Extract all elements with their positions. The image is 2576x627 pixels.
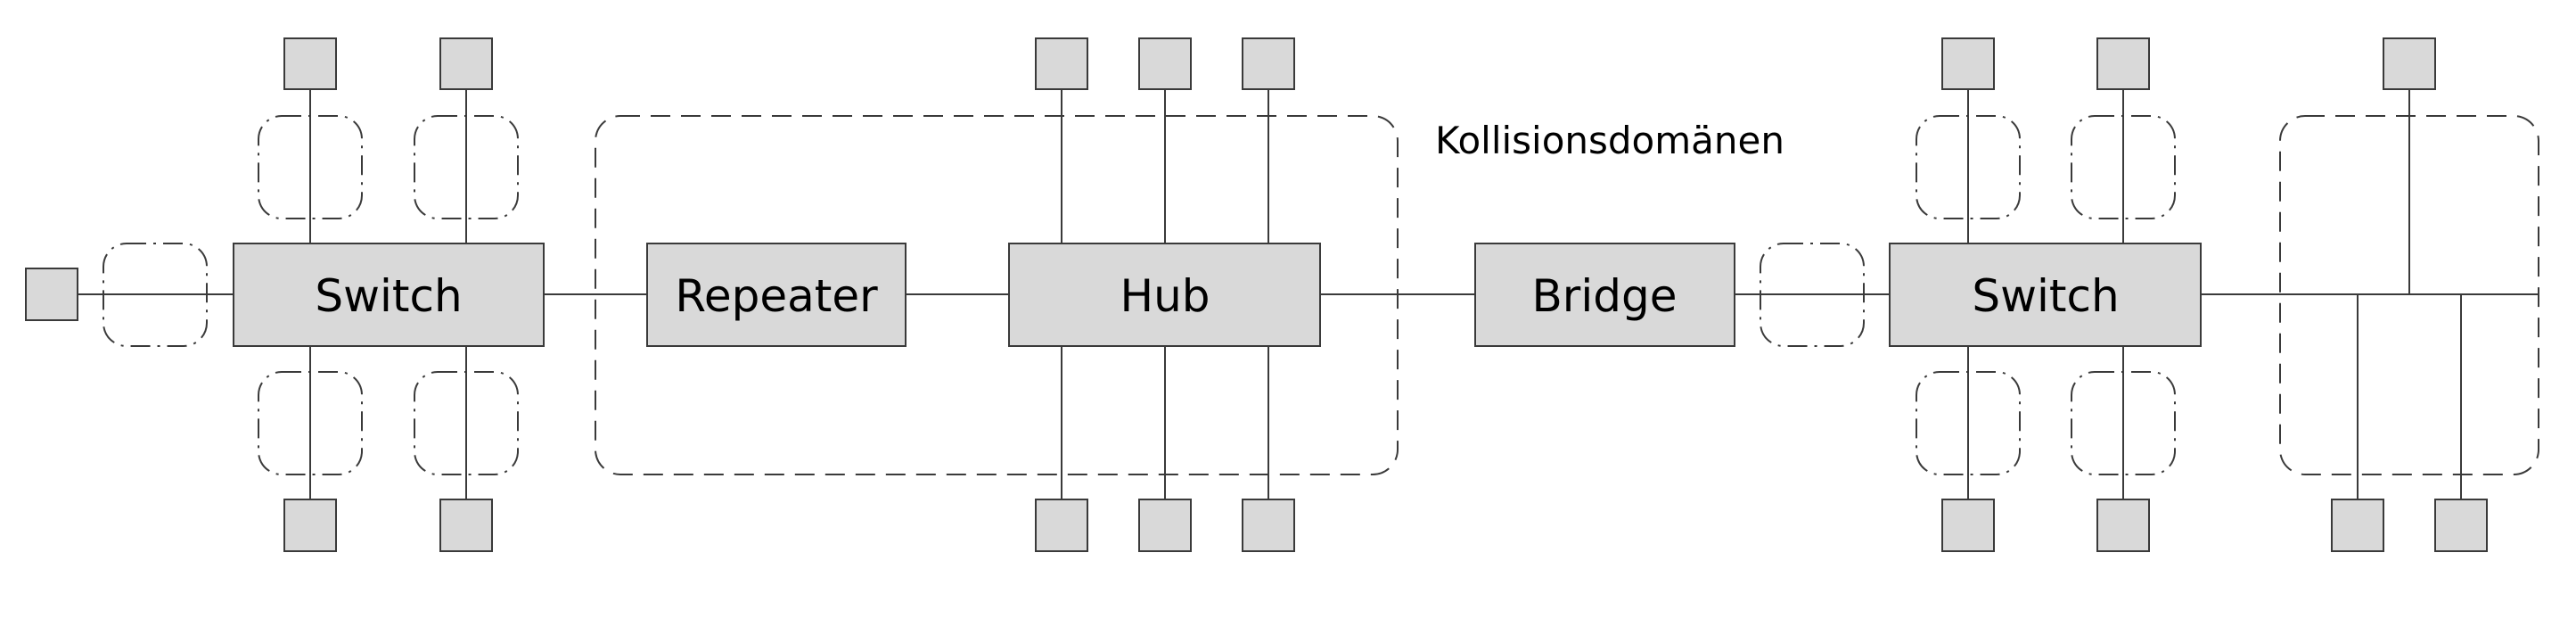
switch-right: Switch bbox=[1889, 243, 2202, 347]
host-rs-top-2 bbox=[2096, 37, 2150, 90]
host-ls-top-2 bbox=[439, 37, 493, 90]
collision-domains bbox=[103, 115, 2539, 475]
collision-domain-ls-top-2 bbox=[414, 115, 519, 219]
host-ls-bot-2 bbox=[439, 499, 493, 552]
collision-domain-rs-bot-1 bbox=[1916, 371, 2021, 475]
host-rs-top-1 bbox=[1941, 37, 1995, 90]
host-bus-top bbox=[2383, 37, 2436, 90]
collision-domain-ls-bot-2 bbox=[414, 371, 519, 475]
collision-domains-caption: Kollisionsdomänen bbox=[1435, 119, 1784, 162]
devices: Switch Repeater Hub Bridge Switch bbox=[233, 243, 2202, 347]
switch-left: Switch bbox=[233, 243, 545, 347]
host-bus-bot-1 bbox=[2331, 499, 2384, 552]
repeater: Repeater bbox=[646, 243, 907, 347]
switch-left-label: Switch bbox=[315, 270, 462, 322]
collision-domain-ls-bot-1 bbox=[258, 371, 363, 475]
collision-domain-rs-top-2 bbox=[2071, 115, 2176, 219]
host-hub-top-1 bbox=[1035, 37, 1088, 90]
collision-domain-bridge-switch bbox=[1760, 243, 1865, 347]
host-rs-bot-2 bbox=[2096, 499, 2150, 552]
host-hub-top-3 bbox=[1242, 37, 1295, 90]
host-hub-bot-2 bbox=[1138, 499, 1192, 552]
collision-domain-rs-bot-2 bbox=[2071, 371, 2176, 475]
switch-right-label: Switch bbox=[1972, 270, 2119, 322]
collision-domain-repeater-hub bbox=[595, 115, 1399, 475]
host-ls-top-1 bbox=[283, 37, 337, 90]
host-hub-bot-3 bbox=[1242, 499, 1295, 552]
host-bus-bot-2 bbox=[2434, 499, 2488, 552]
bridge-label: Bridge bbox=[1532, 270, 1678, 322]
host-left bbox=[25, 268, 78, 321]
repeater-label: Repeater bbox=[675, 270, 878, 322]
wires bbox=[78, 89, 2539, 499]
collision-domain-rs-top-1 bbox=[1916, 115, 2021, 219]
host-hub-bot-1 bbox=[1035, 499, 1088, 552]
host-ls-bot-1 bbox=[283, 499, 337, 552]
hosts bbox=[25, 37, 2488, 552]
bridge: Bridge bbox=[1474, 243, 1735, 347]
hub-label: Hub bbox=[1120, 270, 1210, 322]
collision-domain-bus bbox=[2279, 115, 2539, 475]
hub: Hub bbox=[1008, 243, 1321, 347]
collision-domain-ls-top-1 bbox=[258, 115, 363, 219]
host-rs-bot-1 bbox=[1941, 499, 1995, 552]
host-hub-top-2 bbox=[1138, 37, 1192, 90]
collision-domain-left-host bbox=[103, 243, 208, 347]
